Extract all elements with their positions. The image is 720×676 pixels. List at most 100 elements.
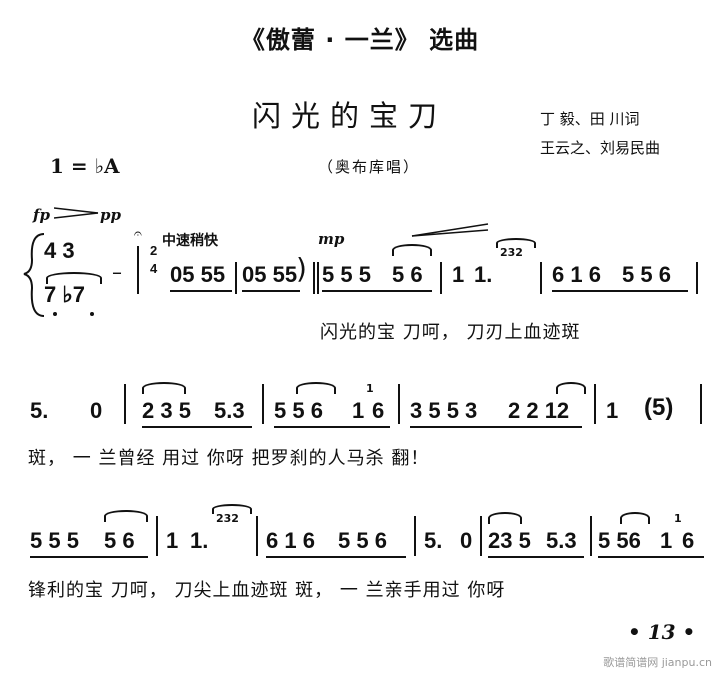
underline	[598, 556, 704, 558]
dash: –	[112, 260, 122, 284]
song-title: 闪光的宝刀	[252, 99, 448, 133]
note: 0	[90, 398, 103, 423]
grace-note: 1	[366, 382, 374, 395]
note: 6	[682, 528, 695, 553]
underline	[552, 290, 688, 292]
note-group: 05 55	[170, 262, 226, 287]
barline	[590, 516, 592, 556]
underline	[170, 290, 232, 292]
lyrics-line-2: 斑， 一 兰曾经 用过 你呀 把罗刹的人马杀 翻！	[28, 448, 430, 469]
barline	[700, 384, 702, 424]
tie-arc	[46, 272, 102, 284]
paren-close: )	[296, 252, 307, 285]
underline	[410, 426, 582, 428]
note: (5)	[644, 394, 674, 421]
octave-dot	[90, 312, 94, 316]
key-signature: 1 = ♭A	[50, 154, 120, 178]
barline	[480, 516, 482, 556]
watermark: 歌谱简谱网 jianpu.cn	[603, 656, 712, 669]
time-signature-den: 4	[150, 261, 158, 276]
note-group: 5 5 5	[322, 262, 371, 287]
note: 5.3	[546, 528, 577, 553]
crescendo-hairpin	[411, 223, 489, 237]
note-group: 5 5 6	[274, 398, 323, 423]
note: 5.	[30, 398, 49, 423]
note-group: 6 1 6	[266, 528, 315, 553]
note: 0	[460, 528, 473, 553]
page-number: • 13 •	[628, 620, 696, 644]
dynamic-mp: mp	[318, 230, 345, 248]
underline	[488, 556, 584, 558]
note-group: 3 5 5 3	[410, 398, 478, 423]
composer-credit: 王云之、刘易民曲	[540, 139, 661, 157]
note: 1	[660, 528, 673, 553]
note: 1.	[474, 262, 493, 287]
underline	[242, 290, 300, 292]
note: 1.	[190, 528, 209, 553]
note-group: 2 2 12	[508, 398, 570, 423]
barline	[440, 262, 442, 294]
underline	[274, 426, 390, 428]
grace-notes: 232	[500, 246, 523, 259]
barline	[262, 384, 264, 424]
grace-notes: 232	[216, 512, 239, 525]
note-group: 5 5 5	[30, 528, 79, 553]
tempo-marking: 中速稍快	[162, 233, 218, 249]
barline	[137, 246, 139, 294]
note: 5.3	[214, 398, 245, 423]
chord-bracket	[23, 233, 45, 317]
tie-arc	[104, 510, 148, 522]
note-group: 5 5 6	[338, 528, 387, 553]
note: 5.	[424, 528, 443, 553]
barline	[317, 262, 319, 294]
tie-arc	[488, 512, 522, 524]
chord-top: 4 3	[44, 238, 75, 263]
note: 1	[452, 262, 465, 287]
barline	[594, 384, 596, 424]
barline	[540, 262, 542, 294]
note-group: 5 6	[104, 528, 135, 553]
barline	[696, 262, 698, 294]
note-group: 5 6	[392, 262, 423, 287]
underline	[322, 290, 432, 292]
underline	[266, 556, 406, 558]
tie-arc	[620, 512, 650, 524]
dynamic-fp: fp	[33, 206, 50, 224]
tie-arc	[392, 244, 432, 256]
lyrics-line-3: 锋利的宝 刀呵， 刀尖上血迹斑 斑， 一 兰亲手用过 你呀	[28, 580, 506, 601]
lyricist-credit: 丁 毅、田 川词	[540, 110, 640, 128]
note-group: 6 1 6	[552, 262, 601, 287]
note-group: 2 3 5	[142, 398, 191, 423]
tie-arc	[212, 504, 252, 514]
barline	[414, 516, 416, 556]
barline	[156, 516, 158, 556]
time-signature-num: 2	[150, 243, 158, 258]
underline	[30, 556, 148, 558]
octave-dot	[53, 312, 57, 316]
fermata-icon: 𝄐	[134, 226, 142, 242]
note: 1	[166, 528, 179, 553]
note-group: 23 5	[488, 528, 531, 553]
singer-note: （奥布库唱）	[318, 158, 421, 176]
underline	[142, 426, 252, 428]
barline	[398, 384, 400, 424]
barline	[256, 516, 258, 556]
tie-arc	[142, 382, 186, 394]
barline	[313, 262, 315, 294]
tie-arc	[556, 382, 586, 394]
grace-note: 1	[674, 512, 682, 525]
note-group: 5 56	[598, 528, 641, 553]
book-title: 《傲蕾 · 一兰》 选曲	[240, 26, 480, 54]
lyrics-line-1: 闪光的宝 刀呵， 刀刃上血迹斑	[320, 322, 581, 343]
note-group: 5 5 6	[622, 262, 671, 287]
note-group: 05 55	[242, 262, 298, 287]
dynamic-pp: pp	[100, 206, 121, 224]
tie-arc	[296, 382, 336, 394]
tie-arc	[496, 238, 536, 248]
decrescendo-hairpin	[54, 207, 99, 219]
barline	[124, 384, 126, 424]
note: 1	[352, 398, 365, 423]
barline	[235, 262, 237, 294]
chord-bottom: 7 ♭7	[44, 282, 85, 307]
note: 1	[606, 398, 619, 423]
